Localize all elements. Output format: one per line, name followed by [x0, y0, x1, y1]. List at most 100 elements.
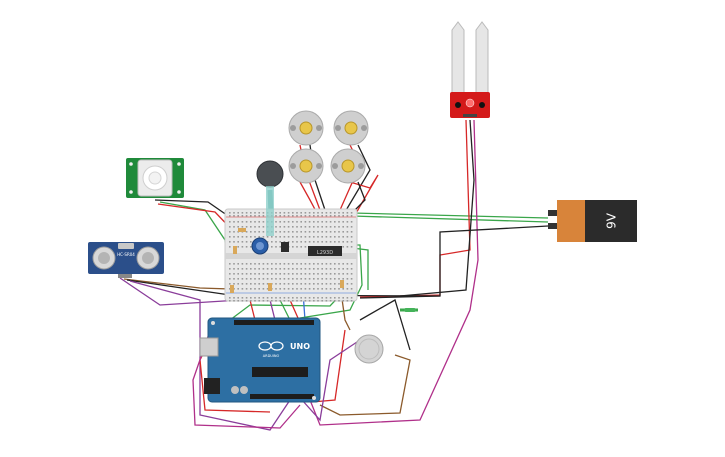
breadboard-hole [262, 212, 265, 214]
breadboard-hole [241, 268, 244, 270]
vibration-motor[interactable] [354, 334, 384, 364]
breadboard-hole [266, 283, 269, 285]
breadboard-hole [233, 236, 235, 238]
breadboard-hole [237, 212, 239, 214]
breadboard-hole [237, 300, 239, 302]
breadboard-hole [350, 283, 353, 285]
breadboard-hole [233, 263, 235, 265]
breadboard-hole [300, 212, 302, 214]
breadboard-hole [350, 288, 353, 290]
breadboard-hole [329, 221, 332, 223]
battery-label: 9V [605, 212, 619, 229]
breadboard-hole [334, 297, 336, 299]
breadboard-hole [262, 263, 265, 265]
breadboard-hole [350, 226, 353, 228]
battery-9v[interactable]: 9V [548, 200, 637, 242]
breadboard-hole [334, 212, 336, 214]
breadboard-hole [250, 241, 252, 243]
breadboard-hole [334, 263, 336, 265]
driver-ic-label: L293D [317, 250, 333, 256]
breadboard-hole [338, 241, 340, 243]
wire-black-motor-2 [344, 144, 371, 213]
breadboard-hole [350, 278, 353, 280]
potentiometer[interactable] [251, 237, 269, 255]
breadboard-hole [262, 231, 265, 233]
breadboard-hole [304, 215, 307, 217]
breadboard-hole [266, 263, 269, 265]
breadboard-hole [287, 221, 290, 223]
breadboard-hole [241, 212, 244, 214]
breadboard-hole [279, 236, 281, 238]
breadboard-hole [271, 297, 273, 299]
resistor-1 [238, 228, 246, 232]
wire-purple-arduino-2 [301, 339, 361, 422]
breadboard-hole [329, 231, 332, 233]
breadboard-hole [313, 231, 315, 233]
breadboard-hole [342, 221, 344, 223]
breadboard-hole [325, 268, 328, 270]
breadboard-hole [342, 278, 344, 280]
breadboard-hole [258, 236, 260, 238]
breadboard-hole [338, 273, 340, 275]
breadboard-hole [283, 300, 286, 302]
breadboard-hole [338, 236, 340, 238]
breadboard-hole [254, 236, 256, 238]
breadboard-hole [266, 273, 269, 275]
breadboard-hole [325, 221, 328, 223]
breadboard-hole [317, 268, 319, 270]
force-sensor[interactable] [256, 160, 284, 236]
breadboard-hole [250, 212, 252, 214]
breadboard-hole [292, 263, 294, 265]
resistor-2 [233, 246, 237, 254]
breadboard-hole [283, 297, 286, 299]
breadboard[interactable] [224, 208, 358, 302]
breadboard-hole [329, 288, 332, 290]
breadboard-hole [237, 215, 239, 217]
breadboard-hole [245, 283, 248, 285]
breadboard-hole [237, 283, 239, 285]
wire-purple-us-2 [129, 280, 291, 431]
breadboard-hole [283, 283, 286, 285]
breadboard-hole [338, 283, 340, 285]
dc-motors[interactable] [288, 110, 369, 184]
ultrasonic-sensor[interactable]: HC-SR04 [88, 242, 164, 278]
breadboard-hole [346, 297, 349, 299]
breadboard-hole [313, 226, 315, 228]
breadboard-hole [271, 246, 273, 248]
arduino-uno[interactable]: UNO ARDUINO [199, 317, 321, 403]
breadboard-hole [300, 221, 302, 223]
breadboard-hole [287, 300, 290, 302]
pir-sensor[interactable] [126, 158, 184, 198]
breadboard-hole [275, 241, 277, 243]
breadboard-hole [334, 241, 336, 243]
breadboard-hole [325, 241, 328, 243]
breadboard-hole [279, 263, 281, 265]
breadboard-hole [300, 300, 302, 302]
breadboard-hole [254, 212, 256, 214]
breadboard-hole [229, 236, 231, 238]
breadboard-hole [342, 268, 344, 270]
breadboard-hole [300, 288, 302, 290]
breadboard-hole [334, 273, 336, 275]
breadboard-hole [250, 231, 252, 233]
soil-moisture-sensor[interactable] [450, 21, 490, 118]
breadboard-hole [321, 288, 323, 290]
breadboard-hole [275, 278, 277, 280]
breadboard-hole [241, 273, 244, 275]
breadboard-hole [308, 273, 311, 275]
wire-green-battery-1 [351, 212, 549, 219]
resistor-right [404, 308, 416, 312]
wire-red-motor-4 [349, 174, 379, 216]
breadboard-hole [287, 231, 290, 233]
breadboard-hole [308, 297, 311, 299]
breadboard-hole [292, 236, 294, 238]
breadboard-hole [237, 221, 239, 223]
breadboard-hole [346, 231, 349, 233]
breadboard-hole [233, 241, 235, 243]
breadboard-hole [346, 241, 349, 243]
breadboard-hole [300, 268, 302, 270]
breadboard-hole [325, 236, 328, 238]
breadboard-hole [229, 297, 231, 299]
breadboard-hole [313, 215, 315, 217]
